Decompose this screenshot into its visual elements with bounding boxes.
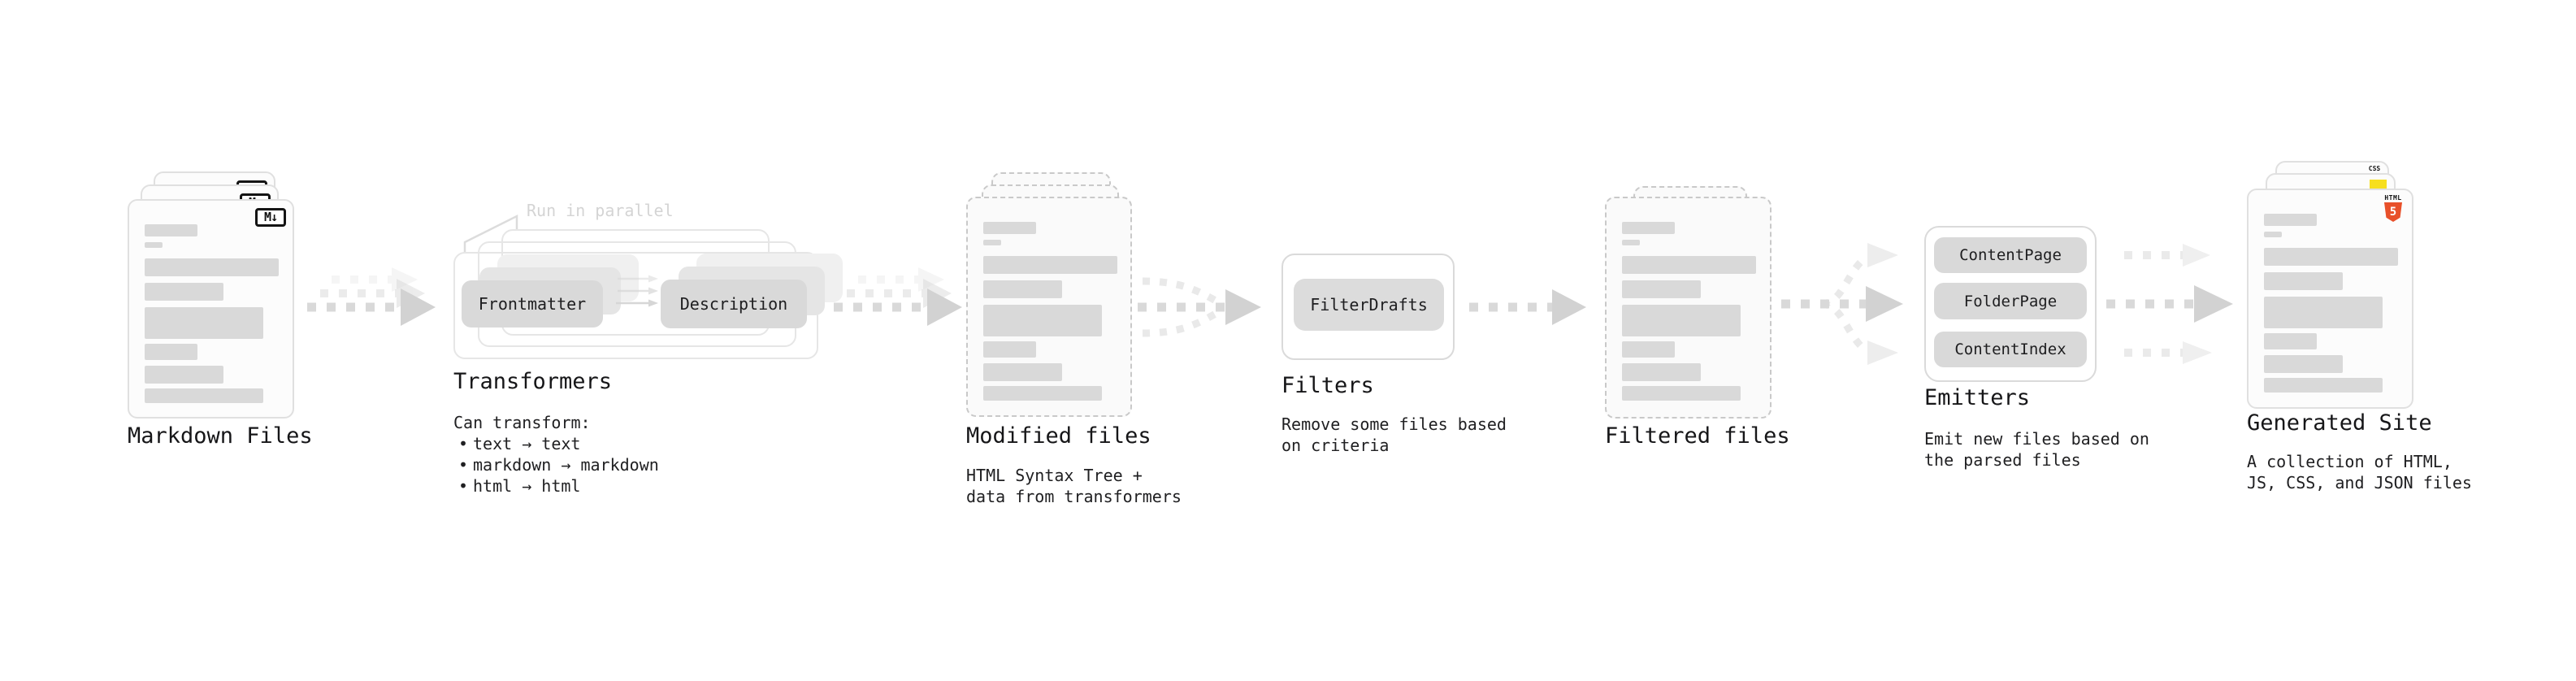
contentpage-step-label: ContentPage xyxy=(1959,246,2062,264)
description-step: Description xyxy=(661,280,807,328)
bullet-text-to-text: • text → text xyxy=(458,434,581,453)
modified-files-label: Modified files xyxy=(966,423,1151,449)
folderpage-step: FolderPage xyxy=(1934,283,2087,319)
node-generated-site: CSS HTML 5 G xyxy=(2247,147,2491,505)
node-transformers: Run in parallel Frontmatter xyxy=(453,199,843,500)
node-emitters: ContentPage FolderPage ContentIndex Emit… xyxy=(1924,226,2152,486)
contentindex-step-label: ContentIndex xyxy=(1954,340,2066,358)
frontmatter-step-label: Frontmatter xyxy=(478,294,587,314)
flow-arrow-emitters-to-generated xyxy=(2106,244,2233,364)
html5-icon: HTML 5 xyxy=(2383,194,2403,222)
modified-files-description: HTML Syntax Tree + data from transformer… xyxy=(966,466,1182,506)
contentindex-step: ContentIndex xyxy=(1934,332,2087,367)
markdown-files-label: Markdown Files xyxy=(128,423,313,449)
parallel-mini-arrows xyxy=(616,275,658,307)
doc-text-lines xyxy=(2249,190,2412,393)
node-filters: FilterDrafts Filters Remove some files b… xyxy=(1281,254,1509,465)
generated-site-label: Generated Site xyxy=(2247,410,2432,436)
description-step-label: Description xyxy=(679,294,788,314)
frontmatter-step: Frontmatter xyxy=(462,280,603,327)
doc-text-lines xyxy=(1607,198,1770,401)
emitters-description: Emit new files based on the parsed files xyxy=(1924,429,2149,470)
generated-site-description: A collection of HTML, JS, CSS, and JSON … xyxy=(2247,452,2472,492)
doc-text-lines xyxy=(968,198,1130,401)
filterdrafts-step-label: FilterDrafts xyxy=(1310,295,1428,314)
contentpage-step: ContentPage xyxy=(1934,237,2087,273)
node-markdown-files: M↓ M↓ M↓ Markdown Files xyxy=(126,158,337,500)
can-transform-title: Can transform: xyxy=(453,413,591,432)
javascript-icon xyxy=(2370,180,2387,191)
bullet-markdown-to-markdown: • markdown → markdown xyxy=(458,455,659,475)
doc-text-lines xyxy=(129,201,293,403)
flow-arrow-transformers-to-modified xyxy=(834,267,962,326)
flow-arrow-filtered-to-emitters xyxy=(1781,243,1903,365)
filters-description: Remove some files based on criteria xyxy=(1281,414,1507,455)
filtered-files-label: Filtered files xyxy=(1605,423,1790,449)
generated-doc-front: HTML 5 xyxy=(2247,189,2413,409)
node-filtered-files: Filtered files xyxy=(1605,158,1832,484)
flow-arrow-filters-to-filtered xyxy=(1469,289,1586,325)
flow-arrow-markdown-to-transformers xyxy=(307,267,436,326)
emitters-label: Emitters xyxy=(1924,385,2031,410)
transformers-description: Can transform: • text → text • markdown … xyxy=(453,412,659,497)
modified-doc-front xyxy=(966,197,1132,417)
callout-leader-line xyxy=(463,214,518,253)
folderpage-step-label: FolderPage xyxy=(1963,292,2058,310)
filtered-doc-front xyxy=(1605,197,1772,419)
filters-label: Filters xyxy=(1281,373,1374,398)
transformers-label: Transformers xyxy=(453,369,613,394)
bullet-html-to-html: • html → html xyxy=(458,476,581,496)
flow-arrow-modified-to-filters xyxy=(1138,277,1261,337)
filterdrafts-step: FilterDrafts xyxy=(1294,279,1444,331)
markdown-doc-front: M↓ xyxy=(128,199,294,419)
node-modified-files: Modified files HTML Syntax Tree + data f… xyxy=(966,158,1194,508)
run-in-parallel-callout: Run in parallel xyxy=(527,201,674,220)
markdown-icon: M↓ xyxy=(255,208,286,227)
